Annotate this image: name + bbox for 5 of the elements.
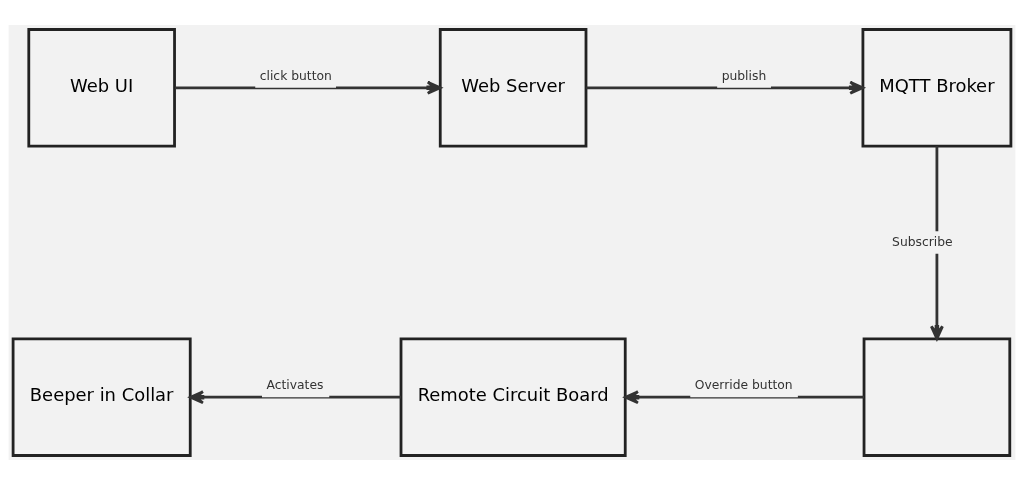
edge-label: click button [259, 68, 332, 83]
edge-label: Override button [694, 378, 793, 393]
edge-label: publish [721, 68, 767, 83]
edge-label: Activates [266, 378, 324, 393]
edge-label: Subscribe [892, 234, 953, 249]
